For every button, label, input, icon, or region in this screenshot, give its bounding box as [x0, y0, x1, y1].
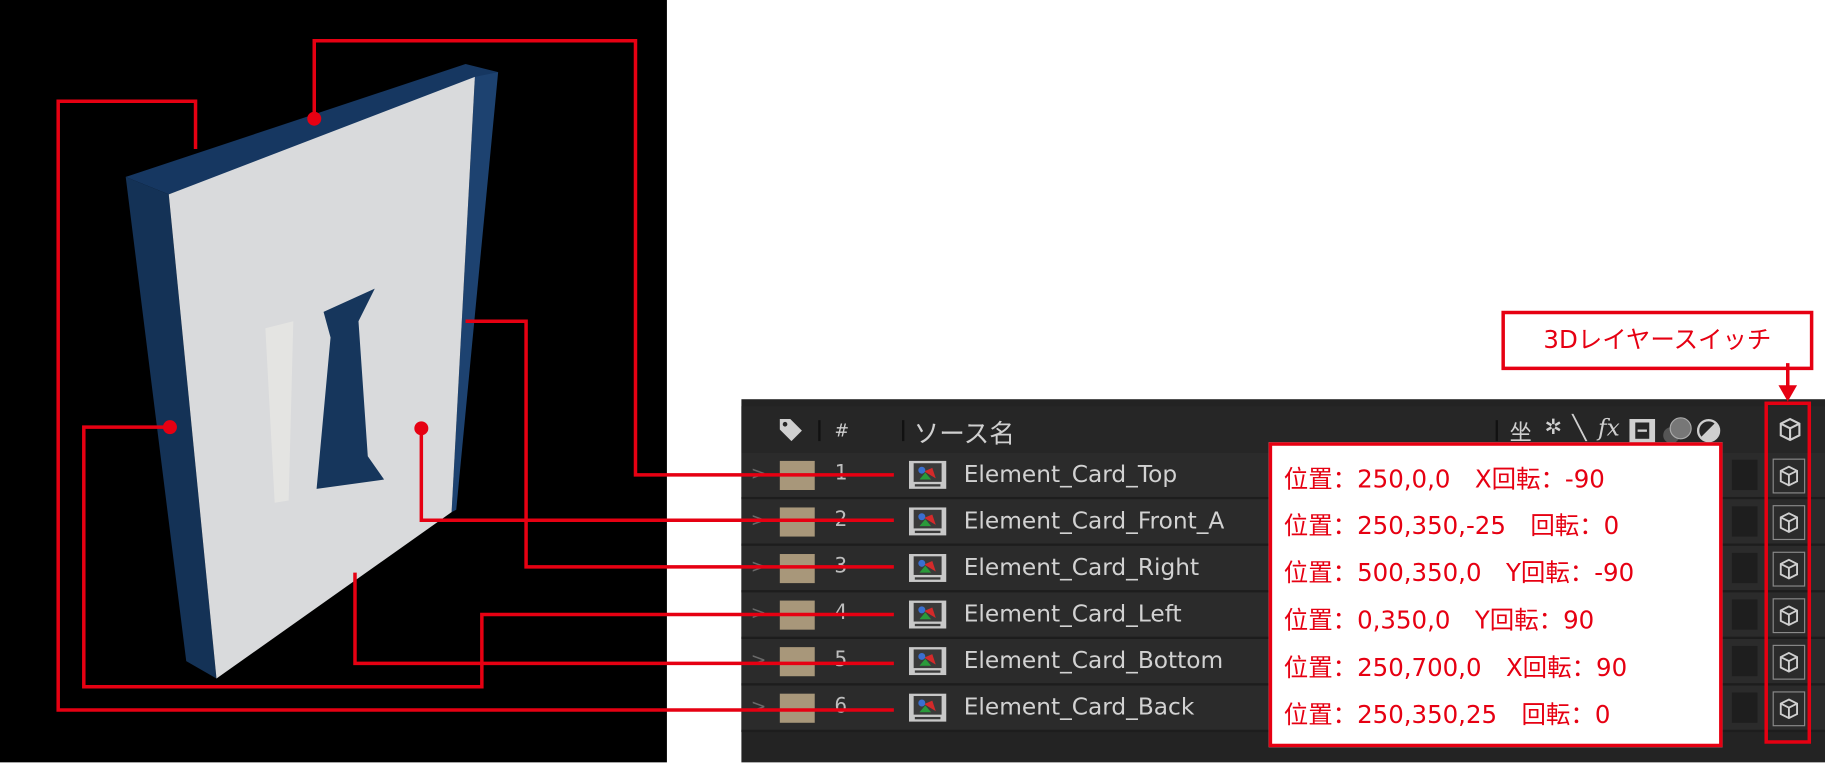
shy-icon[interactable]: 坐	[1509, 420, 1532, 446]
card-shadow-patch	[265, 321, 294, 503]
callout-line-front	[419, 428, 894, 523]
3d-layer-icon	[1779, 651, 1798, 673]
3d-viewer	[0, 0, 667, 763]
layer-name[interactable]: Element_Card_Left	[963, 599, 1182, 628]
switch-cell[interactable]	[1731, 645, 1758, 677]
number-column-header[interactable]: #	[834, 420, 850, 442]
collapse-icon[interactable]: ✲	[1544, 415, 1563, 440]
quality-icon[interactable]: ╲	[1572, 413, 1587, 442]
fx-icon[interactable]: fx	[1598, 413, 1620, 442]
callout-line-right	[465, 319, 894, 569]
switch-cell[interactable]	[1731, 552, 1758, 584]
3d-layer-icon	[1779, 512, 1798, 533]
label-color-swatch[interactable]	[779, 554, 815, 584]
callout-line-left	[82, 425, 894, 689]
card-front-face	[168, 76, 475, 679]
switch-cell[interactable]	[1731, 599, 1758, 630]
callout-line-back	[56, 99, 894, 712]
3d-layer-switch[interactable]	[1772, 598, 1806, 634]
footage-icon	[909, 647, 947, 676]
layer-name[interactable]: Element_Card_Back	[963, 692, 1195, 721]
footage-icon	[909, 600, 947, 629]
3d-switch-callout-label: 3Dレイヤースイッチ	[1501, 310, 1814, 371]
annotation-line: 位置：500,350,0 Y回転：-90	[1283, 558, 1635, 587]
3d-layer-switch[interactable]	[1772, 551, 1806, 587]
layer-name[interactable]: Element_Card_Front_A	[963, 506, 1225, 535]
3d-layer-icon	[1779, 605, 1798, 627]
3d-layer-icon	[1779, 558, 1798, 580]
annotation-line: 位置：250,700,0 X回転：90	[1283, 654, 1628, 683]
3d-switch-highlight	[1764, 401, 1812, 744]
annotation-box: 位置：250,0,0 X回転：-90 位置：250,350,-25 回転：0 位…	[1268, 442, 1723, 748]
footage-icon	[909, 554, 947, 582]
3d-layer-switch[interactable]	[1772, 691, 1806, 727]
switch-cell[interactable]	[1731, 506, 1758, 537]
annotation-line: 位置：250,350,25 回転：0	[1283, 700, 1611, 729]
callout-dot-left	[162, 420, 177, 435]
callout-line-bottom	[353, 572, 894, 666]
3d-layer-icon[interactable]	[1777, 417, 1803, 443]
footage-icon	[909, 507, 947, 536]
layer-name[interactable]: Element_Card_Top	[963, 459, 1178, 488]
layer-number: 5	[834, 647, 848, 672]
3d-layer-switch[interactable]	[1772, 458, 1806, 494]
card-right-face	[451, 72, 499, 513]
source-name-column-header[interactable]: ソース名	[913, 420, 1015, 450]
adjustment-layer-icon[interactable]	[1696, 418, 1722, 444]
frame-blend-icon[interactable]	[1628, 418, 1656, 444]
callout-line-top	[312, 38, 894, 477]
annotation-line: 位置：0,350,0 Y回転：90	[1283, 606, 1595, 635]
layer-name[interactable]: Element_Card_Bottom	[963, 645, 1224, 674]
3d-layer-icon	[1779, 698, 1798, 720]
card-top-face	[125, 64, 499, 195]
3d-layer-switch[interactable]	[1772, 505, 1806, 541]
callout-arrowhead	[1778, 385, 1798, 402]
motion-blur-icon[interactable]	[1661, 416, 1694, 446]
3d-layer-icon	[1779, 465, 1798, 487]
layer-name[interactable]: Element_Card_Right	[963, 552, 1200, 581]
annotation-line: 位置：250,350,-25 回転：0	[1283, 512, 1620, 541]
footage-icon	[909, 460, 947, 489]
3d-layer-switch[interactable]	[1772, 644, 1806, 680]
annotation-line: 位置：250,0,0 X回転：-90	[1283, 465, 1605, 494]
switch-cell[interactable]	[1731, 459, 1758, 491]
callout-dot-front	[414, 421, 429, 436]
tag-icon	[779, 419, 802, 442]
tie-icon	[316, 288, 385, 489]
footage-icon	[909, 693, 947, 722]
switch-cell[interactable]	[1731, 692, 1758, 723]
callout-dot-top	[307, 111, 322, 126]
layer-number: 6	[834, 693, 848, 719]
